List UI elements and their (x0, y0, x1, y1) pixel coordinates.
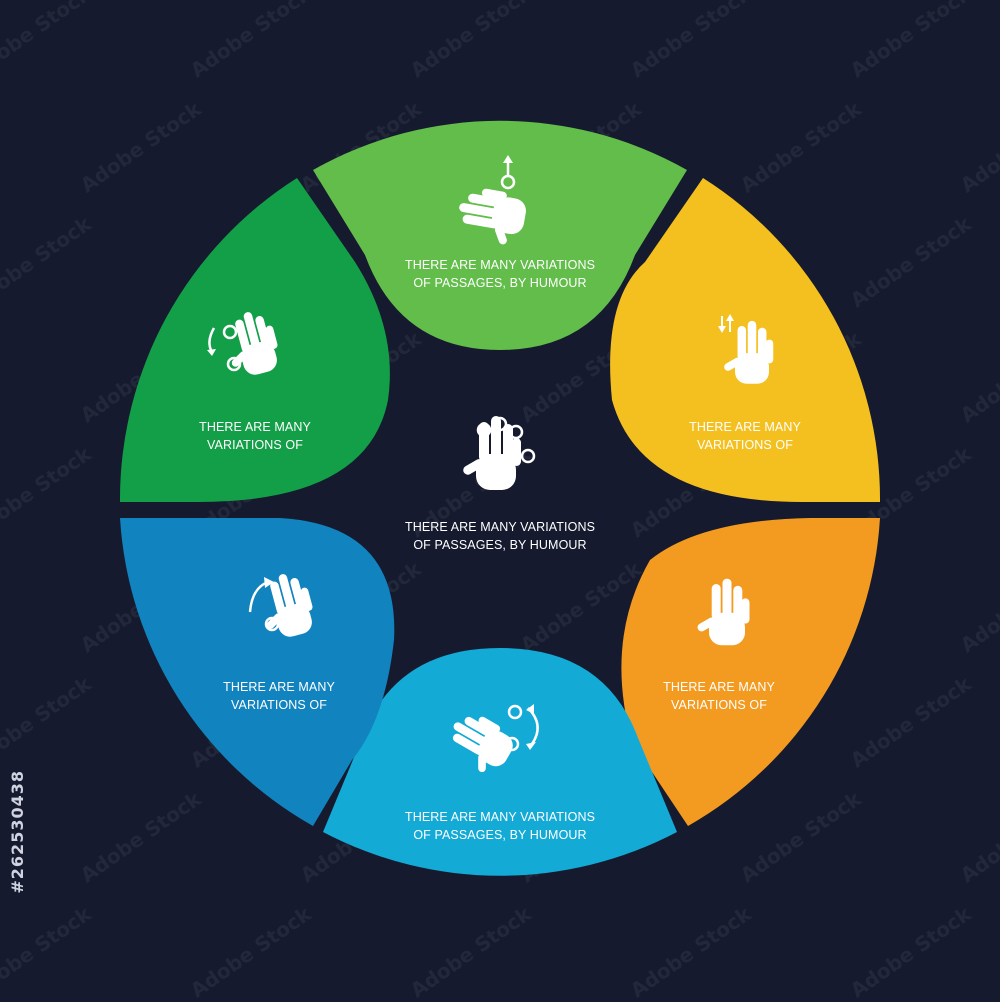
segment-bottom-line1: THERE ARE MANY VARIATIONS (404, 810, 596, 824)
rotate-left-arrow-icon (248, 577, 280, 632)
segment-top-right-line1: THERE ARE MANY (689, 420, 801, 434)
segment-bottom-left (120, 518, 395, 826)
segment-bottom-line2: OF PASSAGES, BY HUMOUR (413, 828, 587, 842)
segment-bottom-label: THERE ARE MANY VARIATIONS OF PASSAGES, B… (380, 808, 620, 844)
segment-top-label: THERE ARE MANY VARIATIONS OF PASSAGES, B… (380, 256, 620, 292)
center-line2: OF PASSAGES, BY HUMOUR (413, 538, 587, 552)
arrow-up-icon (500, 155, 516, 190)
segment-bottom-right-line2: VARIATIONS OF (671, 698, 767, 712)
segment-bottom-left-label: THERE ARE MANY VARIATIONS OF (194, 678, 364, 714)
stock-id: #262530438 (8, 770, 27, 894)
rotate-arrow-icon (504, 704, 539, 752)
center-line1: THERE ARE MANY VARIATIONS (404, 520, 596, 534)
segment-bottom-right-label: THERE ARE MANY VARIATIONS OF (634, 678, 804, 714)
scroll-arrows-icon (718, 314, 734, 333)
segment-top-right-line2: VARIATIONS OF (697, 438, 793, 452)
rotate-down-arrow-icon (207, 324, 242, 372)
segment-top-left-line1: THERE ARE MANY (199, 420, 311, 434)
center-label: THERE ARE MANY VARIATIONS OF PASSAGES, B… (380, 518, 620, 554)
segment-top-right-label: THERE ARE MANY VARIATIONS OF (660, 418, 830, 454)
segment-top-line2: OF PASSAGES, BY HUMOUR (413, 276, 587, 290)
segment-top-left-label: THERE ARE MANY VARIATIONS OF (170, 418, 340, 454)
segment-top-line1: THERE ARE MANY VARIATIONS (404, 258, 596, 272)
segment-top-left-line2: VARIATIONS OF (207, 438, 303, 452)
segment-bottom-right (621, 518, 880, 826)
segment-bottom-left-line2: VARIATIONS OF (231, 698, 327, 712)
segment-bottom-right-line1: THERE ARE MANY (663, 680, 775, 694)
segment-bottom-left-line1: THERE ARE MANY (223, 680, 335, 694)
